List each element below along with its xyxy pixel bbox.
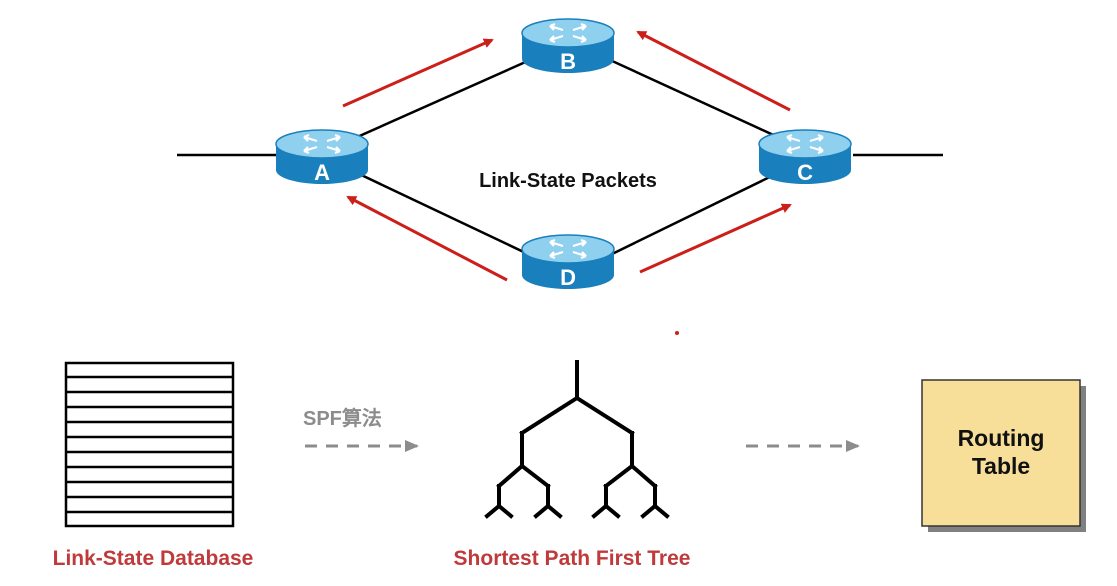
link-d-c (609, 170, 781, 257)
spf-label: SPF算法 (303, 406, 382, 430)
red-dot (675, 331, 679, 335)
router-label-d: D (560, 265, 576, 290)
tree-caption: Shortest Path First Tree (454, 547, 691, 570)
routing-table-line2: Table (972, 453, 1030, 479)
routing-table-line1: Routing (958, 425, 1045, 451)
router-label-b: B (560, 49, 576, 74)
router-label-c: C (797, 160, 813, 185)
router-a: A (274, 128, 370, 186)
database-caption: Link-State Database (53, 547, 254, 570)
link-state-database-icon (64, 361, 235, 528)
router-c: C (757, 128, 853, 186)
router-b: B (520, 17, 616, 75)
center-label: Link-State Packets (479, 170, 657, 192)
flood-arrow-d-to-a (346, 195, 508, 282)
link-b-c (609, 58, 781, 140)
link-a-b (354, 58, 531, 140)
spf-tree-icon (484, 360, 670, 519)
flood-arrow-d-to-c (639, 203, 792, 274)
link-a-d (354, 170, 531, 257)
flood-arrow-c-to-b (636, 30, 791, 112)
router-d: D (520, 233, 616, 291)
flood-arrow-a-to-b (342, 38, 494, 108)
routing-table-box: Routing Table (921, 379, 1086, 532)
router-label-a: A (314, 160, 330, 185)
